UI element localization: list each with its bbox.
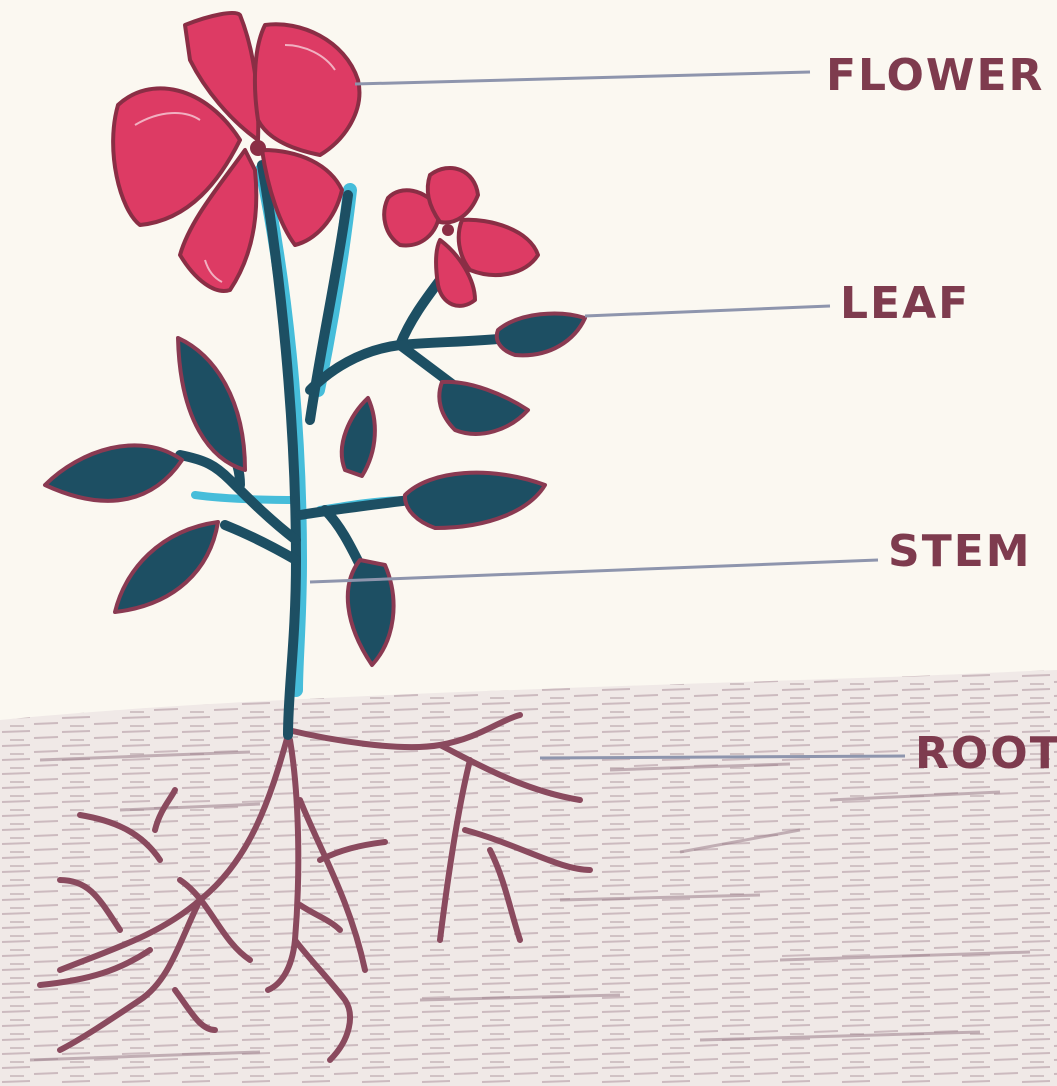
- flower-center: [250, 140, 266, 156]
- label-leaf: LEAF: [840, 278, 970, 329]
- soil-area: [0, 670, 1057, 1086]
- label-stem: STEM: [888, 526, 1032, 577]
- leader-line-root: [540, 756, 905, 758]
- label-flower: FLOWER: [826, 50, 1044, 101]
- label-root: ROOT: [915, 728, 1057, 779]
- flower-center: [442, 224, 454, 236]
